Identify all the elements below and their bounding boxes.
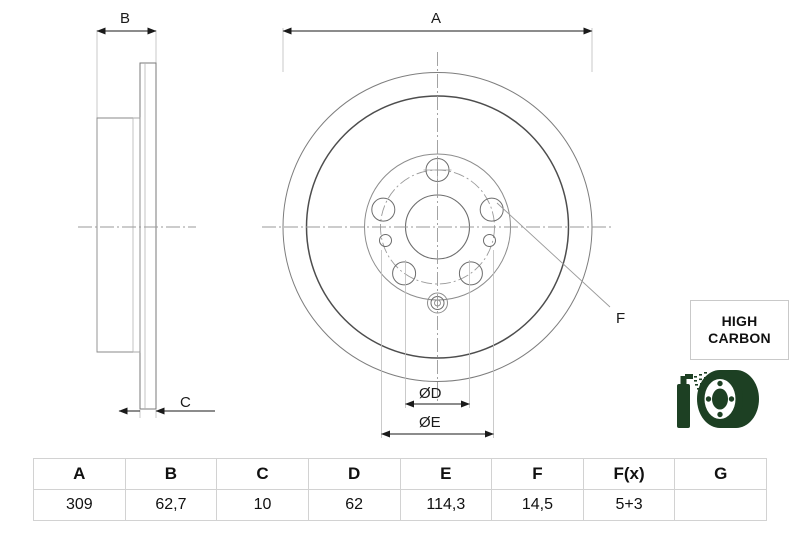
table-value-cell-a: 309 [33, 489, 126, 521]
table-value-cell-d: 62 [307, 489, 401, 521]
table-header-cell-g: G [674, 458, 767, 490]
table-value-cell-e: 114,3 [399, 489, 493, 521]
table-value-cell-f: 14,5 [491, 489, 584, 521]
table-header-cell-c: C [216, 458, 309, 490]
high-carbon-badge: HIGH CARBON [690, 300, 789, 360]
dimension-label-diameter-e: ØE [419, 414, 441, 431]
table-value-cell-g [674, 489, 767, 521]
table-header-cell-fx: F(x) [582, 458, 676, 490]
high-carbon-line-2: CARBON [708, 330, 771, 346]
table-header-cell-a: A [33, 458, 126, 490]
table-header-cell-b: B [124, 458, 218, 490]
table-header-cell-e: E [399, 458, 493, 490]
table-header-cell-f: F [491, 458, 584, 490]
dimension-label-diameter-d: ØD [419, 385, 442, 402]
table-value-cell-b: 62,7 [124, 489, 218, 521]
dimension-label-f: F [616, 310, 626, 327]
table-value-cell-c: 10 [216, 489, 309, 521]
high-carbon-line-1: HIGH [721, 313, 758, 329]
table-header-cell-d: D [307, 458, 401, 490]
table-value-cell-fx: 5+3 [582, 489, 676, 521]
dimension-label-b: B [120, 10, 131, 27]
coated-disc-icon [677, 370, 759, 428]
front-view [262, 27, 613, 438]
dimension-label-c: C [180, 394, 191, 411]
dimension-label-a: A [431, 10, 442, 27]
side-view [78, 27, 215, 418]
